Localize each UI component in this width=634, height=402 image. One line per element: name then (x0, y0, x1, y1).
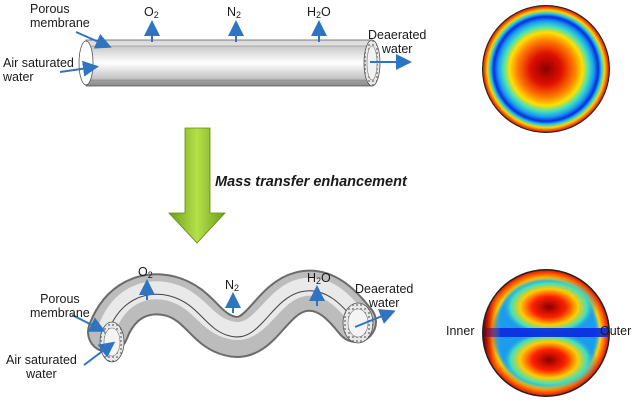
top-inlet-label: Air saturated water (3, 56, 74, 84)
bottom-outlet-label: Deaerated water (355, 282, 414, 310)
top-membrane-label: Porous membrane (30, 2, 90, 30)
straight-tube-icon (78, 39, 381, 87)
helical-tube-icon (87, 269, 377, 363)
bottom-outlet-arrow (354, 309, 396, 328)
top-o2-label: O2 (144, 5, 159, 20)
bottom-membrane-label: Porous membrane (30, 292, 90, 320)
bottom-h2o-label: H2O (307, 271, 331, 286)
top-outlet-label: Deaerated water (368, 28, 427, 56)
top-inlet-arrow (59, 60, 99, 77)
dean-vortex-contour-icon (482, 269, 610, 397)
enhancement-label: Mass transfer enhancement (215, 174, 407, 190)
bottom-o2-label: O2 (138, 265, 153, 280)
bottom-inlet-label: Air saturated water (6, 353, 77, 381)
bottom-inlet-arrow (83, 341, 116, 366)
bottom-membrane-arrow (71, 314, 106, 332)
top-h2o-label: H2O (307, 5, 331, 20)
bottom-n2-label: N2 (225, 278, 240, 293)
down-arrow-icon (168, 127, 226, 244)
inner-wall-label: Inner (446, 324, 475, 338)
velocity-contour-icon (482, 5, 610, 133)
top-membrane-arrow (75, 31, 112, 49)
top-n2-label: N2 (227, 5, 242, 20)
outer-wall-label: Outer (600, 324, 632, 338)
